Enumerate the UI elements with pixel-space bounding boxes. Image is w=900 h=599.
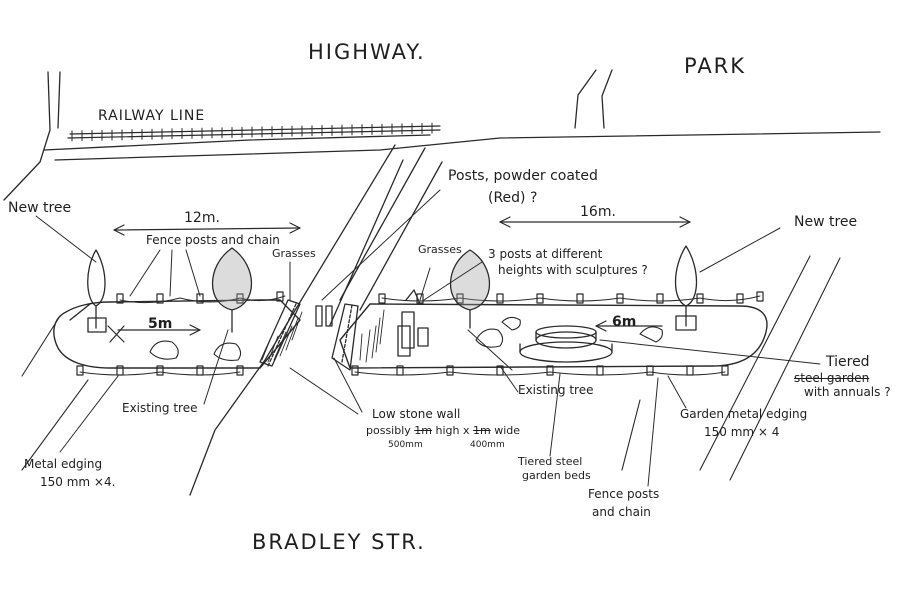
fence-post	[276, 291, 284, 302]
grasses	[261, 309, 385, 363]
label-metal-edging-2: 150 mm ×4.	[40, 475, 116, 489]
label-low-wall-high-struck: 1m	[414, 424, 432, 437]
fence-post	[446, 365, 454, 376]
label-three-posts-1: 3 posts at different	[488, 247, 603, 261]
label-railway-line: RAILWAY LINE	[98, 108, 206, 124]
label-tiered-2: steel garden	[794, 371, 870, 385]
label-grasses-left: Grasses	[272, 247, 316, 260]
label-garden-edging-1: Garden metal edging	[680, 407, 808, 421]
fence-post	[351, 365, 359, 376]
label-park: PARK	[684, 54, 747, 78]
label-tiered-beds-1: Tiered steel	[518, 455, 583, 468]
existing-tree-left-drawing	[211, 247, 253, 333]
label-dim-5m: 5m	[148, 316, 173, 332]
fence-post	[236, 365, 244, 376]
label-dim-16m: 16m.	[580, 204, 616, 220]
label-fence-posts-1: Fence posts	[588, 487, 660, 501]
label-grasses-right: Grasses	[418, 243, 462, 256]
fence-post	[616, 293, 624, 304]
rocks	[149, 316, 663, 361]
existing-tree-right-drawing	[449, 249, 491, 329]
label-posts-powder-coated: Posts, powder coated	[448, 168, 598, 184]
label-low-wall-400: 400mm	[470, 440, 505, 450]
fence-post	[456, 293, 464, 304]
label-three-posts-2: heights with sculptures ?	[498, 263, 648, 277]
fence-post	[536, 293, 544, 304]
new-tree-right-drawing	[674, 245, 698, 331]
tiered-bed-drawing	[519, 325, 613, 363]
label-low-wall-500: 500mm	[388, 440, 423, 450]
label-posts-red: (Red) ?	[488, 190, 538, 206]
label-low-wall-1: Low stone wall	[372, 407, 461, 421]
label-metal-edging-1: Metal edging	[24, 457, 103, 471]
label-new-tree-right: New tree	[794, 214, 858, 230]
label-fence-posts-2: and chain	[592, 505, 651, 519]
label-tiered-beds-2: garden beds	[522, 469, 591, 482]
label-low-wall-2: possibly 1m high x 1m wide	[366, 424, 521, 438]
fence-post	[696, 293, 704, 304]
fence-post	[721, 365, 729, 376]
fence-post	[196, 293, 204, 304]
label-tiered-3: with annuals ?	[804, 385, 891, 399]
label-dim-6m: 6m	[612, 314, 637, 330]
label-garden-edging-2: 150 mm × 4	[704, 425, 780, 439]
fence-post	[76, 365, 84, 376]
label-low-wall-high: high x	[435, 424, 470, 437]
label-dim-12m: 12m.	[184, 210, 220, 226]
fence-post	[378, 293, 386, 304]
label-fence-posts-chain-top: Fence posts and chain	[146, 233, 280, 247]
label-new-tree-left: New tree	[8, 200, 72, 216]
label-low-wall-possibly: possibly	[366, 424, 411, 437]
fence-post	[236, 293, 244, 304]
dimension-arrows	[107, 216, 691, 343]
label-existing-tree-right: Existing tree	[518, 383, 594, 397]
label-existing-tree-left: Existing tree	[122, 401, 198, 415]
label-tiered-1: Tiered	[826, 354, 870, 370]
fence-post	[396, 365, 404, 376]
label-bradley-str: BRADLEY STR.	[252, 530, 426, 554]
road-lines	[3, 69, 881, 496]
fence-post	[736, 293, 744, 304]
fence-post	[156, 293, 164, 304]
fence-post	[756, 291, 764, 302]
fence-post	[196, 365, 204, 376]
left-bed-outline	[53, 299, 301, 369]
fence-post	[546, 365, 554, 376]
fence-chain	[79, 295, 761, 376]
label-highway: HIGHWAY.	[308, 40, 426, 64]
label-low-wall-wide-struck: 1m	[473, 424, 491, 437]
new-tree-left-drawing	[87, 249, 107, 333]
fence-post	[116, 365, 124, 376]
fence-post	[156, 365, 164, 376]
right-bed-outline	[339, 303, 768, 369]
railway-sleepers	[71, 122, 433, 142]
sculpture-posts	[397, 289, 429, 357]
red-posts-drawing	[315, 305, 333, 327]
leader-lines	[35, 189, 821, 487]
fence-post	[656, 293, 664, 304]
label-low-wall-wide: wide	[494, 424, 521, 437]
fence-post	[576, 293, 584, 304]
fence-post	[116, 293, 124, 304]
fence-post	[496, 293, 504, 304]
fence-post	[596, 365, 604, 376]
driveway-lines	[21, 255, 841, 481]
fence-post	[686, 365, 694, 376]
fence-post	[646, 365, 654, 376]
